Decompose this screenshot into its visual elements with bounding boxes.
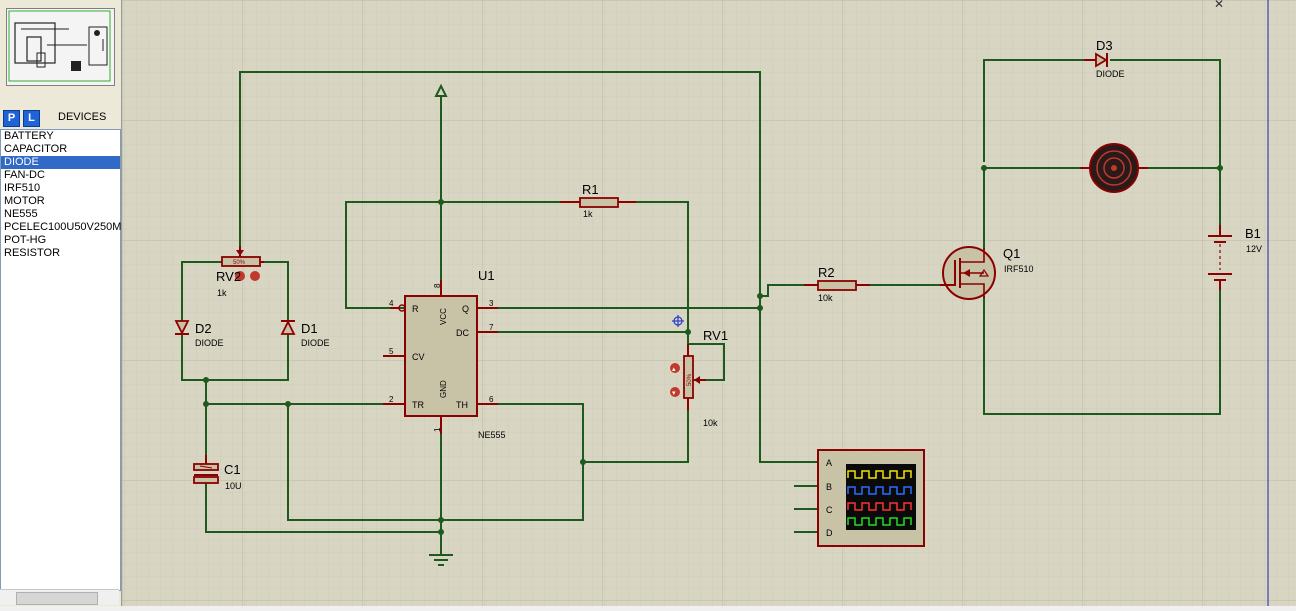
pin-number-5: 5: [389, 347, 394, 356]
u1-ne555[interactable]: R CV TR Q DC TH VCC GND 4 5 2 3 7 6 8 1 …: [383, 268, 506, 440]
ground-terminal[interactable]: [429, 554, 453, 566]
pin-number-2: 2: [389, 395, 394, 404]
schematic-canvas[interactable]: ✕: [122, 0, 1296, 606]
pin-number-3: 3: [489, 299, 494, 308]
u1-ref: U1: [478, 268, 495, 283]
device-item[interactable]: POT-HG: [4, 234, 47, 246]
q1-ref: Q1: [1003, 246, 1020, 261]
scrollbar-thumb[interactable]: [16, 592, 98, 605]
rv2-potentiometer[interactable]: 50% RV2 1k: [216, 246, 264, 298]
r1-value: 1k: [583, 209, 593, 219]
channel-label-d: D: [826, 528, 833, 538]
rv2-ref: RV2: [216, 269, 241, 284]
device-item[interactable]: BATTERY: [4, 130, 54, 142]
device-item[interactable]: DIODE: [1, 156, 120, 169]
d3-ref: D3: [1096, 38, 1113, 53]
pin-label-r: R: [412, 304, 419, 314]
device-item[interactable]: CAPACITOR: [4, 143, 68, 155]
r1-resistor[interactable]: R1 1k: [560, 182, 636, 219]
trace-b: [847, 486, 912, 495]
c1-ref: C1: [224, 462, 241, 477]
device-item[interactable]: FAN-DC: [4, 169, 45, 181]
rv1-decrement-button[interactable]: [670, 387, 680, 397]
device-item[interactable]: IRF510: [4, 182, 41, 194]
pick-devices-button[interactable]: P: [3, 110, 20, 127]
rv2-value: 1k: [217, 288, 227, 298]
r2-value: 10k: [818, 293, 833, 303]
d3-diode[interactable]: D3 DIODE: [1084, 38, 1125, 79]
pin-number-8: 8: [433, 283, 442, 288]
rv1-increment-button[interactable]: [670, 363, 680, 373]
b1-ref: B1: [1245, 226, 1261, 241]
junction-dots: [203, 165, 1223, 535]
c1-capacitor[interactable]: C1 10U: [193, 455, 242, 491]
overview-map: [8, 10, 111, 82]
overview-preview[interactable]: [6, 8, 115, 86]
rv2-increment-button[interactable]: [250, 271, 260, 281]
pin-number-6: 6: [489, 395, 494, 404]
device-list-scrollbar[interactable]: [0, 589, 119, 605]
q1-mosfet[interactable]: Q1 IRF510: [940, 246, 1034, 300]
b1-value: 12V: [1246, 244, 1262, 254]
rv1-body-label: 50%: [687, 373, 693, 386]
pin-label-dc: DC: [456, 328, 469, 338]
q1-value: IRF510: [1004, 264, 1034, 274]
pin-label-th: TH: [456, 400, 468, 410]
trace-c: [847, 502, 912, 511]
pin-number-4: 4: [389, 299, 394, 308]
d2-ref: D2: [195, 321, 212, 336]
library-manager-button[interactable]: L: [23, 110, 40, 127]
d3-value: DIODE: [1096, 69, 1125, 79]
devices-title: DEVICES: [58, 111, 107, 123]
rv2-body-label: 50%: [233, 260, 246, 266]
device-item[interactable]: RESISTOR: [4, 247, 61, 259]
crosshair-cursor-icon: [672, 315, 684, 327]
pin-label-tr: TR: [412, 400, 424, 410]
pin-label-gnd: GND: [439, 380, 448, 398]
pin-label-cv: CV: [412, 352, 425, 362]
rv2-decrement-button[interactable]: [235, 271, 245, 281]
rv1-potentiometer[interactable]: 50% ▴ ▾ RV1 10k: [670, 328, 728, 428]
d2-value: DIODE: [195, 338, 224, 348]
devices-header: P L DEVICES: [0, 107, 121, 129]
rv1-ref: RV1: [703, 328, 728, 343]
power-terminal[interactable]: [434, 83, 448, 97]
dc-motor[interactable]: [1080, 143, 1148, 193]
d1-diode[interactable]: D1 DIODE: [280, 319, 330, 348]
pin-label-vcc: VCC: [439, 308, 448, 325]
c1-value: 10U: [225, 481, 242, 491]
increment-arrow-icon: ▴: [672, 366, 676, 373]
decrement-arrow-icon: ▾: [672, 390, 676, 397]
r1-ref: R1: [582, 182, 599, 197]
trace-a: [847, 470, 912, 479]
pin-number-1: 1: [433, 427, 442, 432]
oscilloscope[interactable]: A B C D: [817, 449, 925, 547]
channel-label-c: C: [826, 505, 833, 515]
channel-label-b: B: [826, 482, 832, 492]
b1-battery[interactable]: B1 12V: [1208, 225, 1262, 290]
d1-ref: D1: [301, 321, 318, 336]
pin-number-7: 7: [489, 323, 494, 332]
d1-value: DIODE: [301, 338, 330, 348]
device-item[interactable]: NE555: [4, 208, 38, 220]
rv1-value: 10k: [703, 418, 718, 428]
device-item[interactable]: MOTOR: [4, 195, 45, 207]
u1-value: NE555: [478, 430, 506, 440]
trace-d: [847, 517, 912, 526]
pin-label-q: Q: [462, 304, 469, 314]
r2-resistor[interactable]: R2 10k: [804, 265, 870, 303]
channel-label-a: A: [826, 458, 832, 468]
device-item[interactable]: PCELEC100U50V250M: [4, 221, 122, 233]
r2-ref: R2: [818, 265, 835, 280]
close-icon[interactable]: ✕: [1214, 0, 1224, 11]
d2-diode[interactable]: D2 DIODE: [174, 320, 224, 348]
